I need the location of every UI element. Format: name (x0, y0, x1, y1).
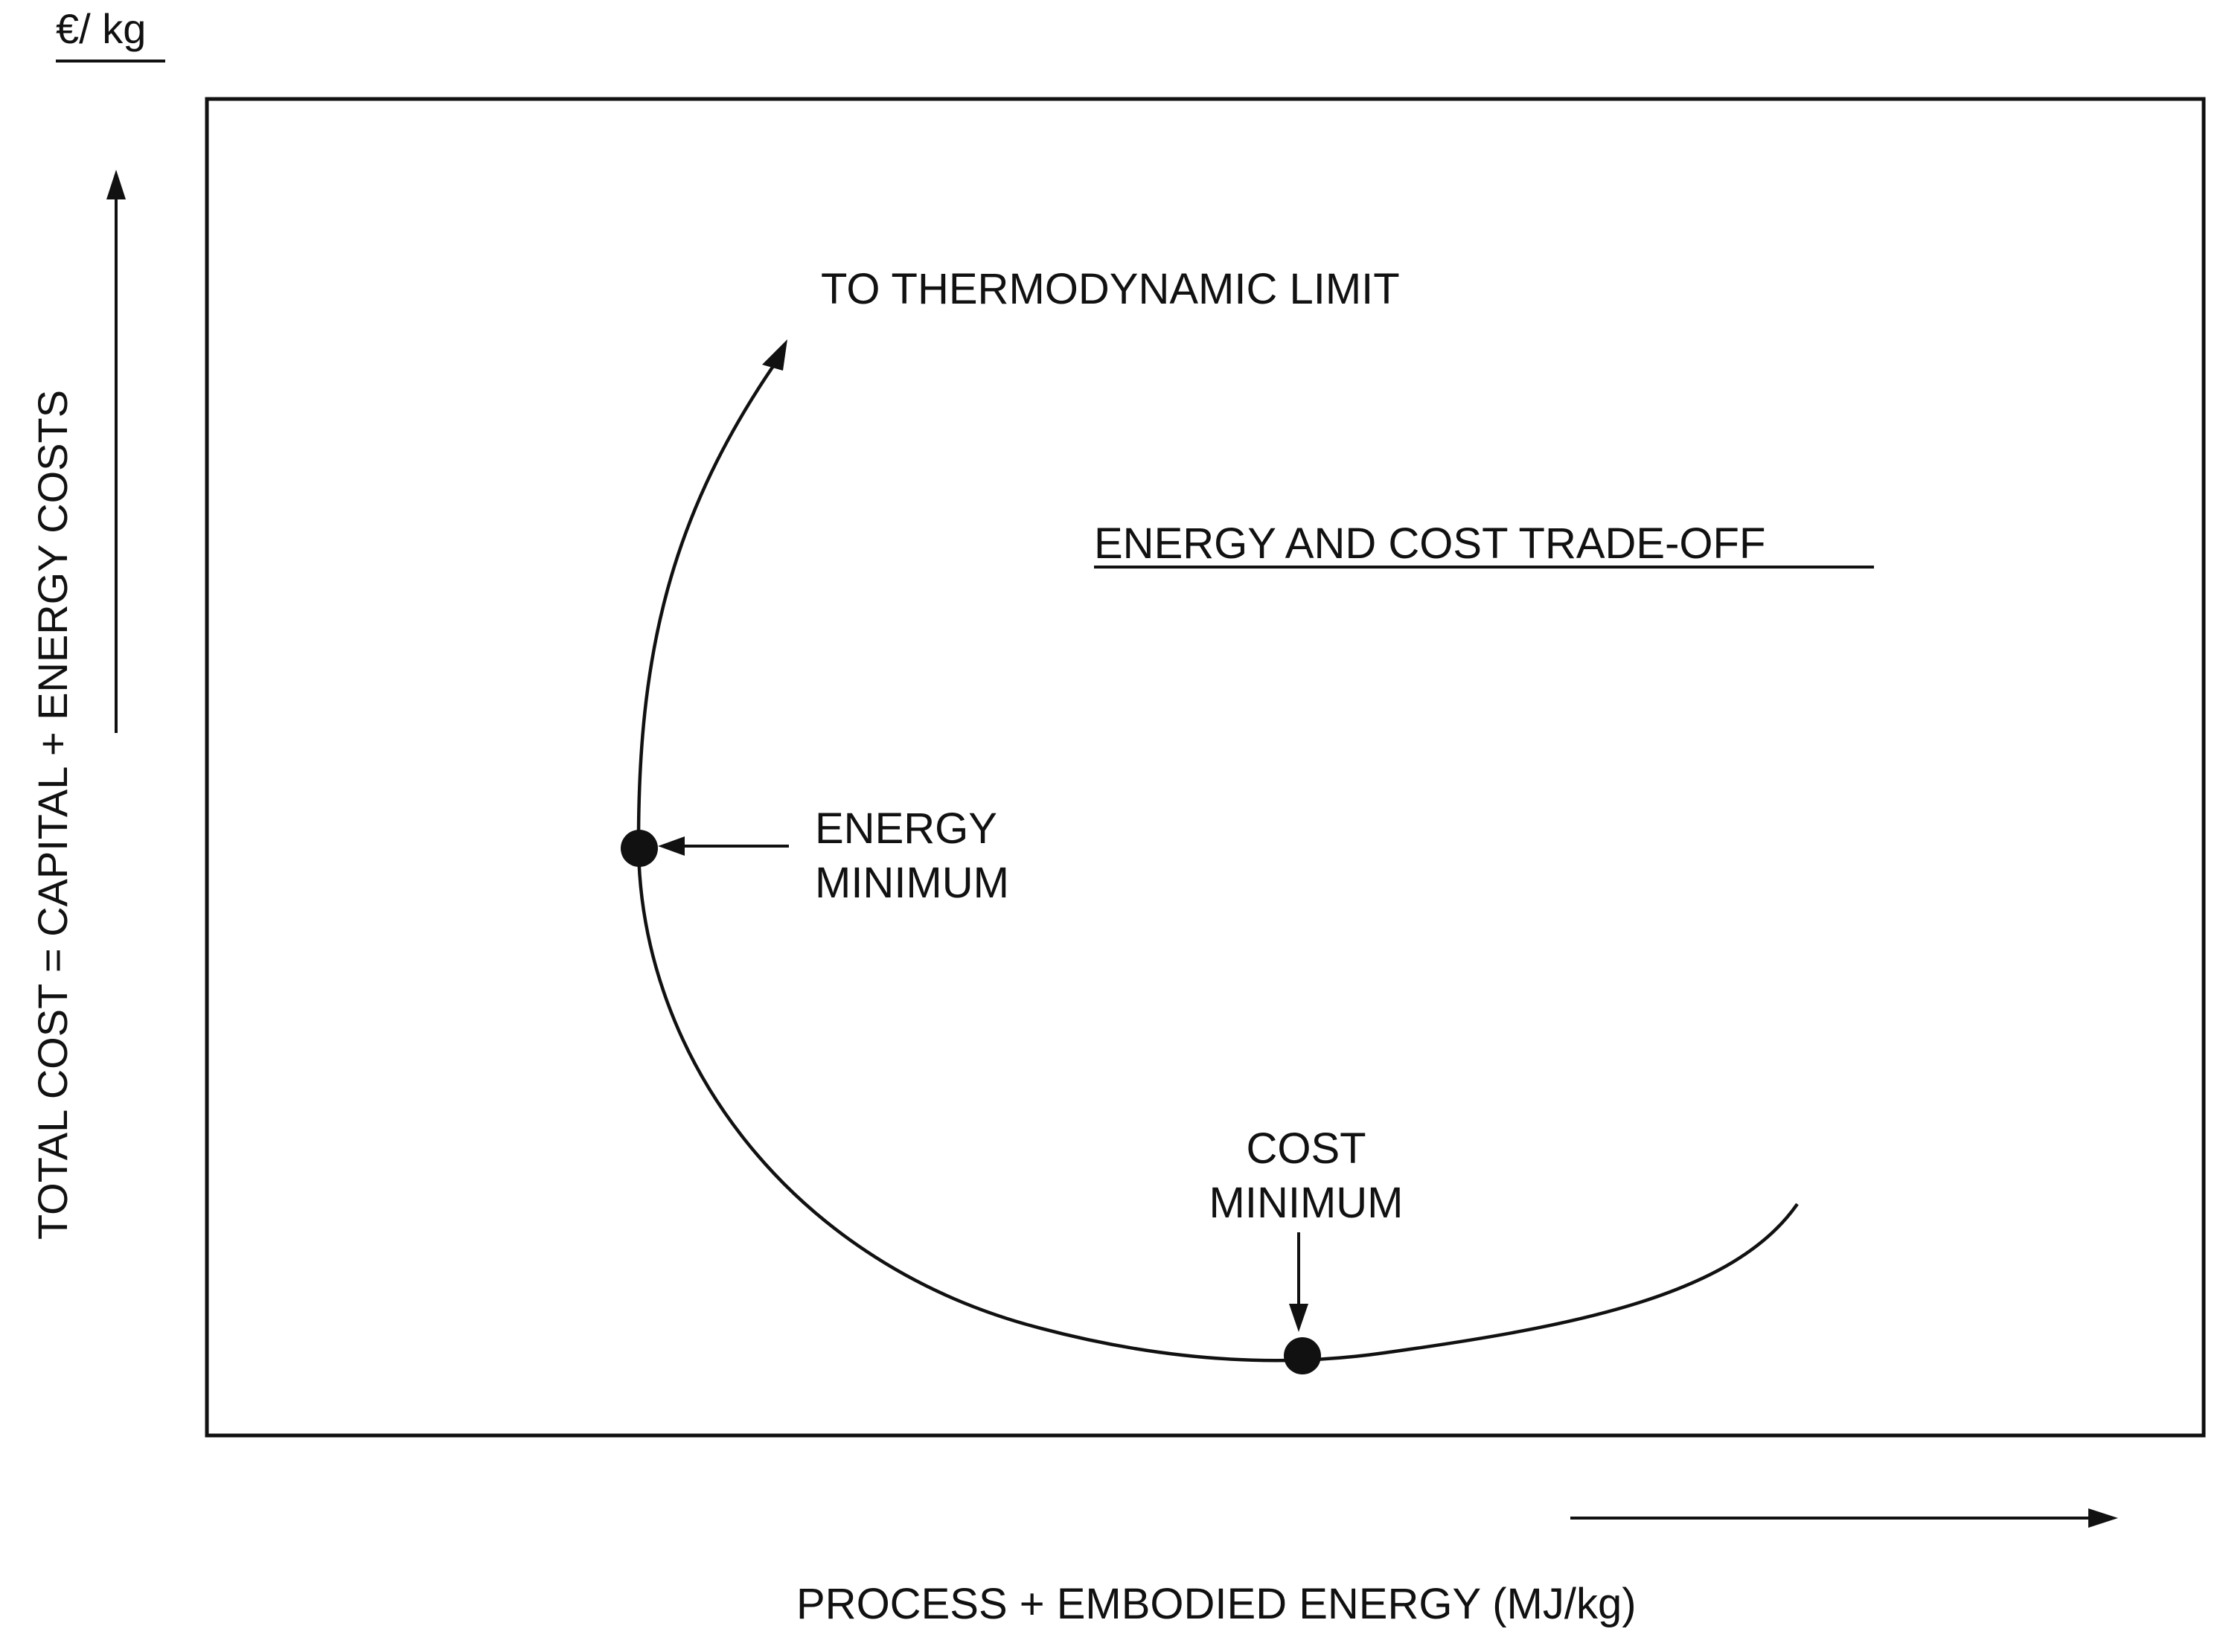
energy-minimum-label-line1: ENERGY (815, 804, 997, 853)
cost-minimum-label-line2: MINIMUM (1209, 1179, 1404, 1227)
plot-frame (205, 97, 2206, 1438)
tradeoff-curve (636, 353, 1799, 1363)
energy-minimum-arrow-head (658, 836, 685, 856)
x-axis-label: PROCESS + EMBODIED ENERGY (MJ/kg) (796, 1580, 1637, 1628)
x-axis-arrow-head (2088, 1508, 2118, 1528)
unit-label: €/ kg (56, 5, 146, 52)
thermodynamic-limit-label: TO THERMODYNAMIC LIMIT (821, 265, 1400, 313)
cost-minimum-point (1284, 1337, 1321, 1374)
diagram-title: ENERGY AND COST TRADE-OFF (1094, 519, 1765, 568)
y-axis-arrow-head (106, 170, 126, 199)
cost-minimum-label-line1: COST (1246, 1124, 1366, 1173)
energy-minimum-label-line2: MINIMUM (815, 859, 1009, 907)
energy-minimum-point (621, 830, 658, 867)
cost-minimum-arrow-head (1289, 1304, 1308, 1332)
y-axis-label: TOTAL COST = CAPITAL + ENERGY COSTS (29, 390, 76, 1240)
curve-arrow-head (762, 339, 787, 371)
